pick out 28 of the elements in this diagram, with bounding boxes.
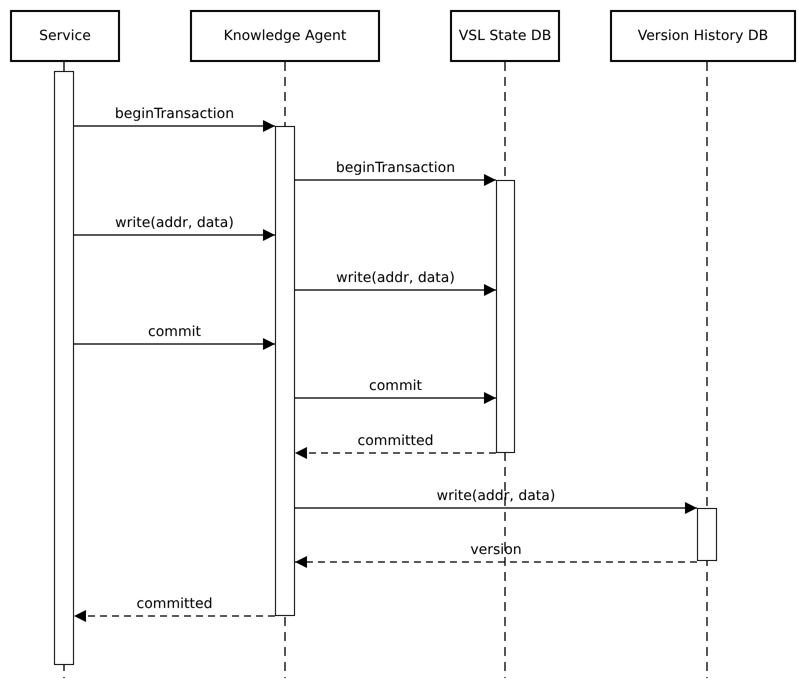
message-arrow bbox=[295, 174, 496, 186]
message-arrow bbox=[74, 229, 275, 241]
message-arrow bbox=[295, 284, 496, 296]
message-arrow bbox=[295, 447, 496, 459]
participant-box: VSL State DB bbox=[450, 10, 560, 62]
message-label: committed bbox=[136, 596, 212, 612]
message-label: write(addr, data) bbox=[336, 270, 455, 286]
message-arrow bbox=[295, 556, 697, 568]
message-label: write(addr, data) bbox=[115, 215, 234, 231]
message-label: committed bbox=[358, 433, 434, 449]
message-arrow bbox=[74, 120, 275, 132]
message-label: commit bbox=[369, 378, 422, 394]
message-label: beginTransaction bbox=[114, 106, 234, 122]
message-arrow bbox=[74, 338, 275, 350]
message-label: version bbox=[470, 542, 522, 558]
participant-box: Service bbox=[10, 10, 120, 62]
message-arrow bbox=[295, 392, 496, 404]
activation-bar bbox=[54, 71, 74, 665]
message-label: beginTransaction bbox=[336, 160, 456, 176]
message-label: write(addr, data) bbox=[436, 488, 556, 504]
message-arrow bbox=[295, 502, 697, 514]
message-label: commit bbox=[148, 324, 201, 340]
activation-bar bbox=[697, 508, 717, 561]
participant-box: Version History DB bbox=[610, 10, 796, 62]
message-arrow bbox=[74, 610, 275, 622]
activation-bar bbox=[275, 126, 295, 616]
participant-box: Knowledge Agent bbox=[190, 10, 380, 62]
activation-bar bbox=[496, 180, 515, 453]
